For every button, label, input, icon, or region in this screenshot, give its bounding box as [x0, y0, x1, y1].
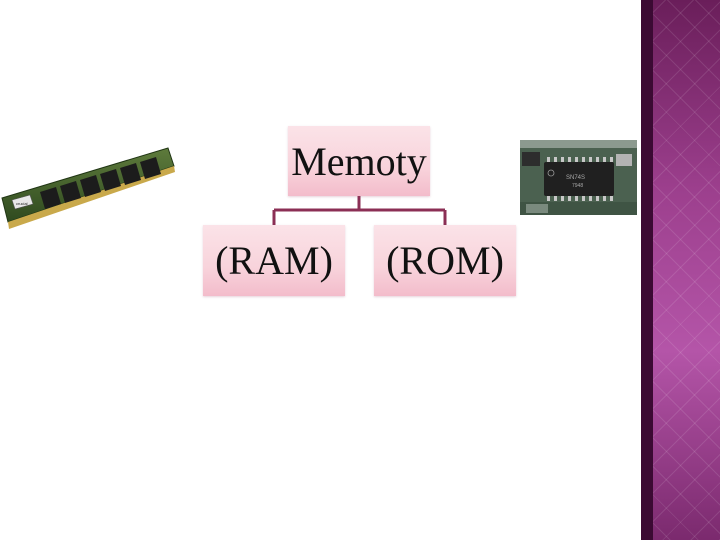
decorative-side-band	[641, 0, 720, 540]
rom-chip-image: SN74S 7948	[520, 140, 637, 215]
svg-text:SN74S: SN74S	[566, 175, 585, 181]
ram-module-image: crucial	[1, 147, 175, 229]
side-band-edge	[641, 0, 653, 540]
svg-text:7948: 7948	[572, 183, 583, 189]
memory-root-label: Memoty	[291, 138, 427, 184]
ram-label: (RAM)	[215, 238, 333, 283]
rom-box: (ROM)	[374, 225, 516, 296]
rom-label: (ROM)	[386, 238, 504, 283]
svg-text:crucial: crucial	[16, 201, 28, 206]
ram-box: (RAM)	[203, 225, 345, 296]
memory-root-box: Memoty	[288, 126, 430, 196]
